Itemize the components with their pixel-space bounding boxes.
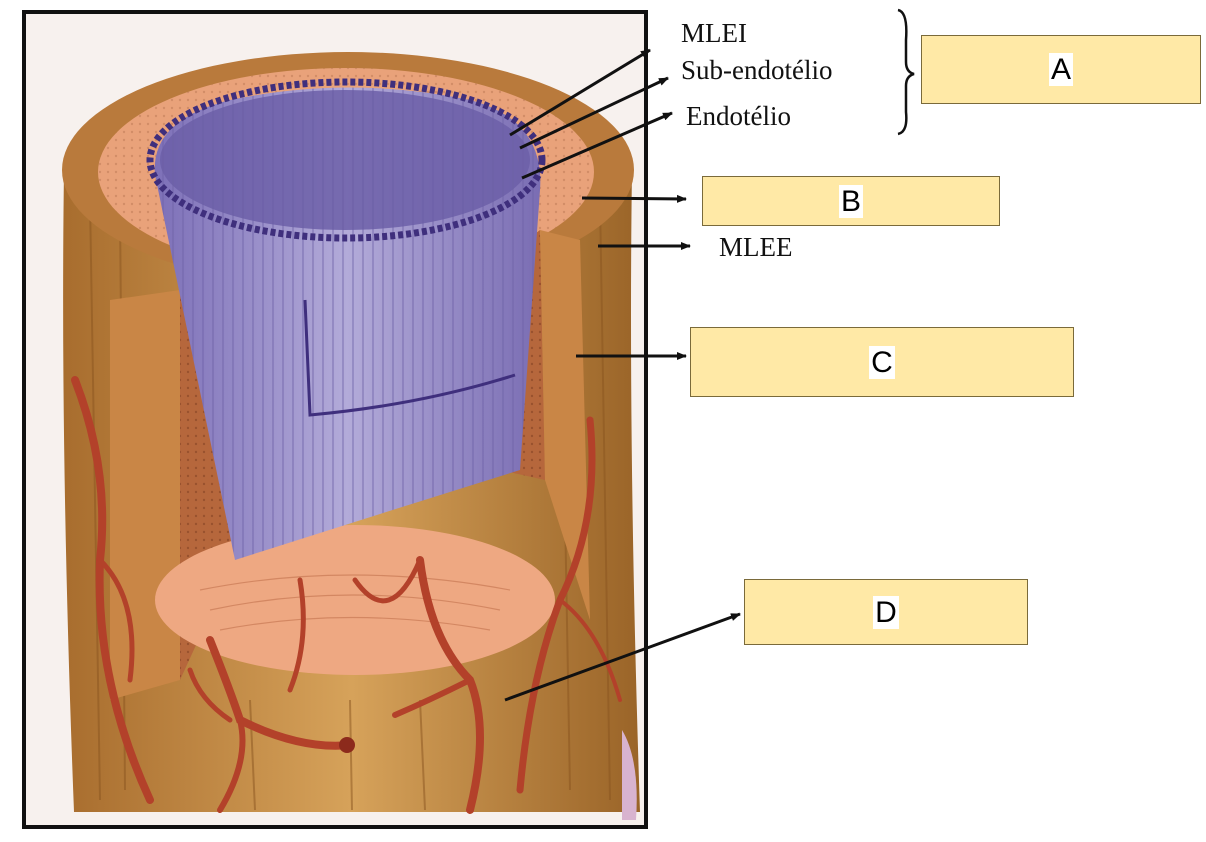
cut-wall-right	[540, 230, 590, 620]
internal-elastic-lamina	[146, 78, 546, 242]
group-bracket	[897, 8, 915, 136]
arrow-mlei	[509, 48, 651, 137]
cut-wall-left	[110, 290, 180, 700]
intima-cut-edge	[303, 299, 516, 417]
answer-box-a-letter: A	[1048, 53, 1073, 86]
arrow-d	[504, 612, 741, 702]
arrow-b	[581, 194, 687, 203]
leader-lines	[504, 48, 741, 702]
answer-box-a[interactable]: A	[921, 35, 1201, 104]
label-endotelio: Endotélio	[686, 101, 791, 131]
vasa-vasorum	[71, 376, 622, 814]
label-mlei: MLEI	[681, 18, 747, 48]
media-floor	[155, 525, 555, 675]
answer-box-c[interactable]: C	[690, 327, 1074, 397]
answer-box-d-letter: D	[873, 595, 899, 629]
arrow-endotelio	[521, 111, 673, 180]
answer-box-d[interactable]: D	[744, 579, 1028, 645]
answer-box-b-letter: B	[838, 184, 863, 218]
vasa-vasorum-node	[339, 737, 355, 753]
label-sub-endotelio: Sub-endotélio	[681, 55, 833, 85]
label-mlee: MLEE	[719, 232, 793, 262]
answer-box-b[interactable]: B	[702, 176, 1000, 226]
answer-box-c-letter: C	[869, 345, 895, 379]
arrow-sub-endotelio	[519, 76, 669, 150]
adjacent-tissue	[622, 730, 637, 820]
